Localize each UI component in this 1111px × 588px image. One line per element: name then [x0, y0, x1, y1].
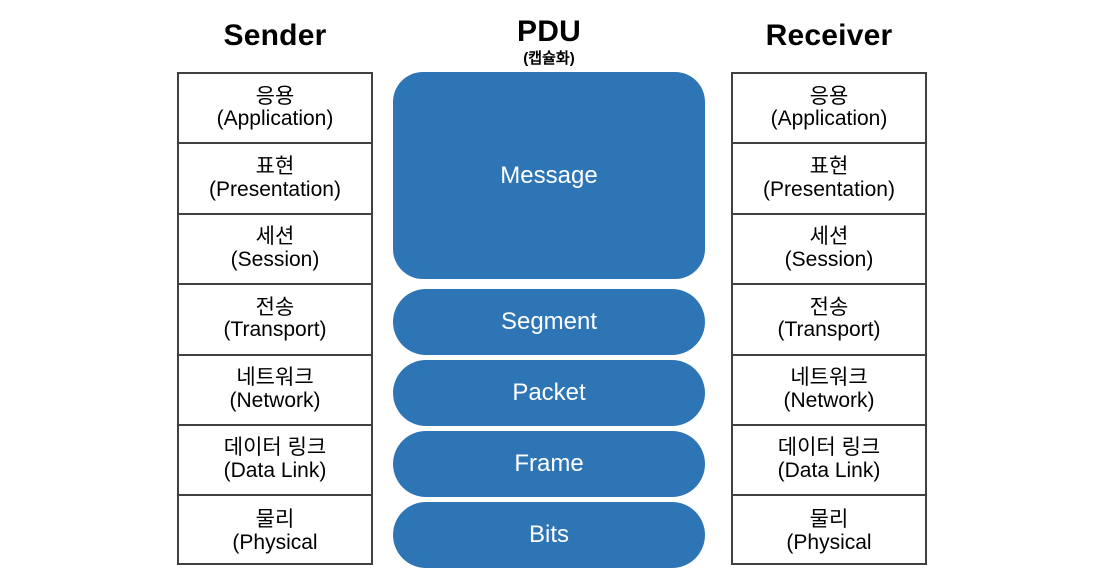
pdu-label: Message — [500, 161, 598, 189]
layer-row-network: 네트워크 (Network) — [179, 356, 371, 426]
layer-label-ko: 응용 — [809, 84, 849, 108]
pdu-label: Packet — [512, 379, 586, 406]
layer-row-transport: 전송 (Transport) — [179, 285, 371, 356]
pdu-shape-packet: Packet — [393, 360, 705, 426]
layer-label-ko: 전송 — [255, 295, 295, 319]
layer-row-physical: 물리 (Physical — [179, 496, 371, 563]
layer-label-en: (Session) — [784, 247, 874, 271]
layer-label-ko: 세션 — [255, 225, 295, 249]
layer-row-network: 네트워크 (Network) — [733, 356, 925, 426]
layer-label-ko: 데이터 링크 — [777, 436, 881, 460]
layer-row-data-link: 데이터 링크 (Data Link) — [733, 426, 925, 497]
layer-label-ko: 데이터 링크 — [223, 436, 327, 460]
layer-label-en: (Presentation) — [763, 177, 895, 201]
layer-label-ko: 표현 — [255, 154, 295, 178]
layer-label-en: (Presentation) — [209, 177, 341, 201]
layer-row-session: 세션 (Session) — [179, 215, 371, 286]
column-heading-sender: Sender — [177, 20, 373, 52]
layer-label-en: (Data Link) — [223, 459, 327, 483]
layer-label-en: (Transport) — [223, 318, 327, 342]
pdu-shape-bits: Bits — [393, 502, 705, 568]
layer-label-en: (Transport) — [777, 318, 881, 342]
layer-label-en: (Application) — [216, 107, 334, 131]
layer-label-en: (Session) — [230, 247, 320, 271]
layer-row-application: 응용 (Application) — [733, 74, 925, 145]
layer-label-en: (Physical — [232, 530, 318, 554]
layer-row-data-link: 데이터 링크 (Data Link) — [179, 426, 371, 497]
pdu-column: Message Segment Packet Frame Bits — [393, 72, 705, 568]
layer-row-transport: 전송 (Transport) — [733, 285, 925, 356]
sender-layer-stack: 응용 (Application) 표현 (Presentation) 세션 (S… — [177, 72, 373, 565]
layer-label-ko: 표현 — [809, 154, 849, 178]
layer-label-ko: 물리 — [809, 507, 849, 531]
layer-row-physical: 물리 (Physical — [733, 496, 925, 563]
layer-label-ko: 전송 — [809, 295, 849, 319]
layer-row-session: 세션 (Session) — [733, 215, 925, 286]
pdu-shape-message: Message — [393, 72, 705, 279]
pdu-subtitle: (캡슐화) — [523, 49, 575, 67]
receiver-title: Receiver — [765, 19, 893, 52]
layer-label-en: (Physical — [786, 530, 872, 554]
pdu-title: PDU — [517, 15, 581, 48]
pdu-label: Bits — [528, 521, 569, 548]
layer-row-presentation: 표현 (Presentation) — [733, 144, 925, 215]
layer-label-ko: 응용 — [255, 84, 295, 108]
column-heading-receiver: Receiver — [731, 20, 927, 52]
layer-row-application: 응용 (Application) — [179, 74, 371, 145]
layer-label-en: (Application) — [770, 107, 888, 131]
layer-row-presentation: 표현 (Presentation) — [179, 144, 371, 215]
receiver-layer-stack: 응용 (Application) 표현 (Presentation) 세션 (S… — [731, 72, 927, 565]
pdu-label: Segment — [500, 308, 598, 335]
pdu-shape-frame: Frame — [393, 431, 705, 497]
layer-label-en: (Network) — [229, 388, 321, 412]
sender-title: Sender — [223, 19, 327, 52]
layer-label-en: (Data Link) — [777, 459, 881, 483]
pdu-label: Frame — [514, 450, 584, 477]
layer-label-ko: 물리 — [255, 507, 295, 531]
layer-label-en: (Network) — [783, 388, 875, 412]
column-heading-pdu: PDU (캡슐화) — [393, 16, 705, 66]
layer-label-ko: 네트워크 — [790, 366, 868, 390]
layer-label-ko: 세션 — [809, 225, 849, 249]
pdu-shape-segment: Segment — [393, 289, 705, 355]
layer-label-ko: 네트워크 — [236, 366, 314, 390]
